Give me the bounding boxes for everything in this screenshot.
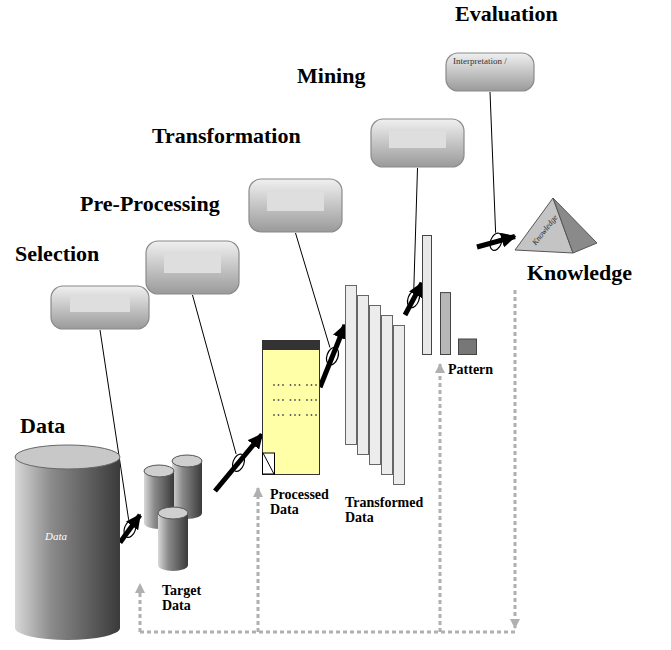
- step-heading: Selection: [15, 243, 99, 265]
- database-cylinders-outline: [140, 455, 215, 575]
- database-cylinder: DataData: [15, 445, 120, 640]
- document-icon-outline: [262, 340, 320, 475]
- bar-pattern: Pattern: [422, 235, 477, 355]
- data-caption: Processed Data: [270, 487, 345, 518]
- result-label: Knowledge: [527, 262, 632, 284]
- process-box-outline: [145, 240, 240, 295]
- database-cylinders: Target Data: [140, 455, 215, 575]
- flow-arrow: [120, 515, 140, 543]
- process-box: Mining: [370, 118, 465, 168]
- leader-ring: [324, 346, 340, 367]
- knowledge-pyramid-outline: [515, 198, 597, 253]
- leader-line: [193, 295, 237, 454]
- box-text: Interpretation /: [453, 57, 507, 67]
- data-caption: Transformed Data: [345, 495, 433, 526]
- data-stack: Transformed Data: [345, 285, 405, 485]
- leader-ring: [122, 518, 138, 539]
- step-heading: Mining: [297, 65, 365, 87]
- leader-line: [490, 92, 496, 233]
- flow-arrow: [215, 435, 262, 492]
- leader-ring: [230, 452, 246, 473]
- bar-pattern-outline: [422, 235, 477, 355]
- document-icon: Processed Data: [262, 340, 320, 475]
- flow-arrow: [320, 325, 345, 387]
- process-box: Pre-Processing: [145, 240, 240, 295]
- knowledge-pyramid: KnowledgeKnowledge: [515, 198, 597, 253]
- data-stack-outline: [345, 285, 405, 485]
- leader-line: [414, 168, 418, 290]
- process-box: Transformation: [248, 178, 343, 233]
- leader-ring: [488, 231, 504, 252]
- data-label: Data: [20, 415, 65, 437]
- leader-lines: [100, 92, 504, 539]
- process-box-outline: [50, 285, 150, 330]
- process-box-outline: [248, 178, 343, 233]
- process-box: EvaluationInterpretation /: [445, 52, 535, 92]
- step-heading: Transformation: [152, 125, 301, 147]
- leader-ring: [405, 289, 421, 310]
- data-caption: Pattern: [448, 362, 493, 377]
- step-heading: Evaluation: [455, 3, 558, 25]
- database-cylinder-outline: [15, 445, 120, 640]
- cylinder-text: Data: [45, 530, 67, 542]
- step-heading: Pre-Processing: [80, 193, 220, 215]
- process-box: Selection: [50, 285, 150, 330]
- data-caption: Target Data: [162, 583, 217, 614]
- process-box-outline: [370, 118, 465, 168]
- flow-arrow: [477, 237, 515, 248]
- leader-line: [296, 233, 330, 348]
